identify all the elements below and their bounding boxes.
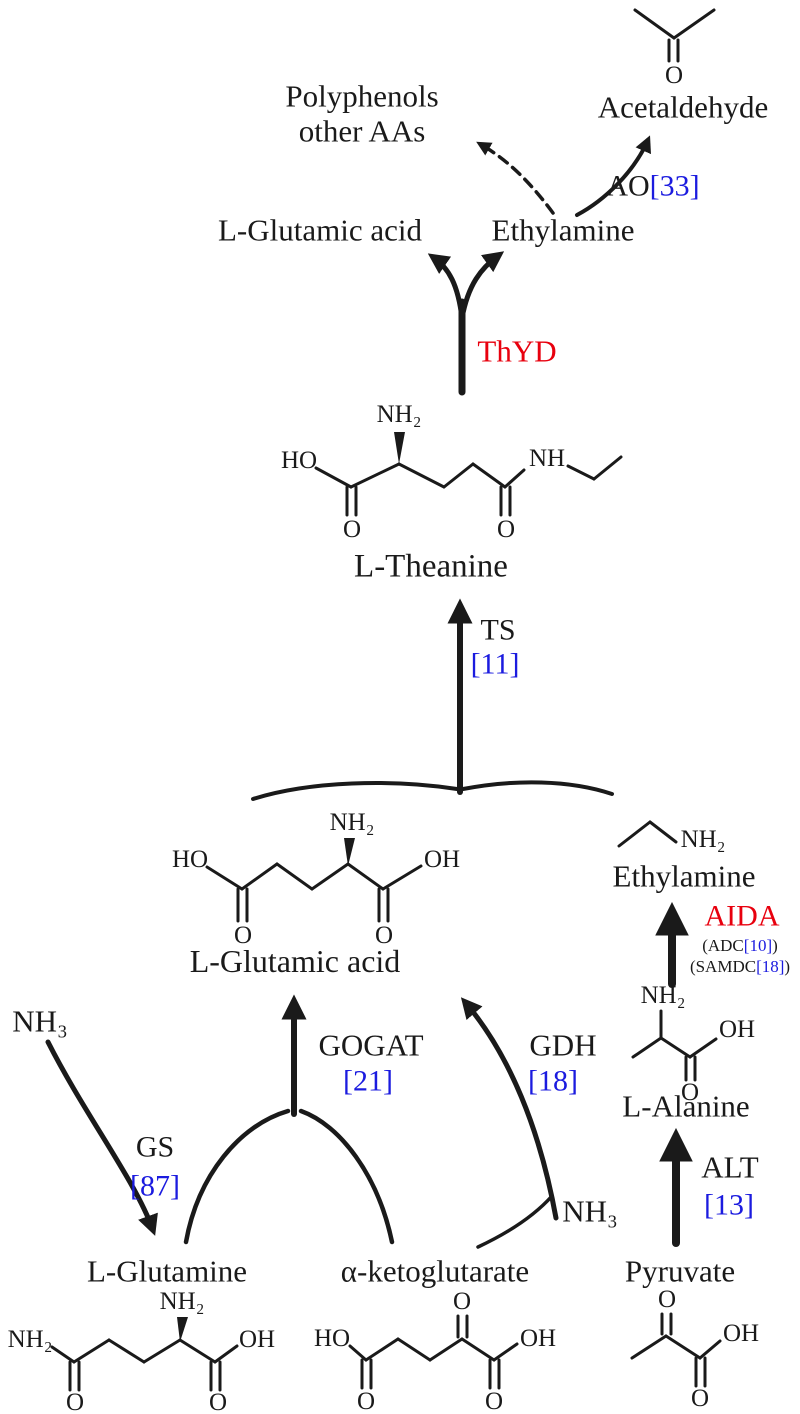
enzyme-gs-ref: [87] [130, 1169, 180, 1203]
enzyme-thyd-label: ThYD [477, 333, 557, 369]
akg-o-top-label: O [452, 1287, 472, 1315]
ethylamine-structure [617, 820, 678, 848]
enzyme-alt-ref: [13] [704, 1188, 754, 1222]
glutamine-oh-label: OH [238, 1325, 276, 1353]
glutamine-o-right-label: O [208, 1388, 228, 1414]
enzyme-gogat-ref: [21] [343, 1064, 393, 1098]
alanine-nh2-label: NH₂ [640, 981, 686, 1009]
enzyme-ao-name: AO [606, 169, 650, 203]
enzyme-gdh-name: GDH [529, 1027, 597, 1063]
enzyme-gogat-name: GOGAT [318, 1027, 424, 1063]
glutamine-nh2-left-label: NH₂ [7, 1325, 53, 1353]
enzyme-gs-name: GS [135, 1130, 175, 1164]
label-l-alanine: L-Alanine [622, 1088, 750, 1124]
pyruvate-structure [630, 1312, 722, 1388]
theanine-o-left-label: O [342, 515, 362, 543]
glutamic-o-left-label: O [233, 921, 253, 949]
enzyme-aida-name: AIDA [704, 899, 780, 933]
pyruvate-o-top-label: O [657, 1285, 677, 1313]
thyd-reaction-arrow [427, 251, 505, 396]
ao-reaction-arrow [575, 135, 651, 217]
glutamic-o-right-label: O [374, 921, 394, 949]
enzyme-gdh-ref: [18] [528, 1064, 578, 1098]
aida-adc-prefix: (ADC [702, 936, 744, 956]
l-theanine-structure [314, 432, 623, 517]
theanine-ho-label: HO [280, 446, 318, 474]
label-nh3-right: NH₃ [562, 1193, 618, 1229]
akg-oh-label: OH [519, 1324, 557, 1352]
label-pyruvate: Pyruvate [624, 1253, 736, 1289]
l-alanine-structure [631, 1009, 718, 1082]
acetaldehyde-structure [633, 8, 716, 63]
l-glutamic-acid-structure [205, 838, 423, 923]
akg-o-left-label: O [356, 1387, 376, 1414]
enzyme-alt-name: ALT [701, 1149, 759, 1185]
label-ethylamine-mid: Ethylamine [612, 858, 756, 894]
enzyme-aida-note-samdc: (SAMDC[18]) [690, 958, 790, 976]
akg-ho-label: HO [313, 1324, 351, 1352]
glutamine-nh2-top-label: NH₂ [159, 1287, 205, 1315]
acetaldehyde-o-label: O [664, 61, 684, 89]
label-acetaldehyde: Acetaldehyde [597, 89, 769, 125]
ethylamine-nh2-label: NH₂ [680, 825, 726, 853]
aida-adc-ref: [10] [743, 936, 773, 956]
glutamine-o-left-label: O [65, 1388, 85, 1414]
label-l-theanine: L-Theanine [354, 548, 508, 585]
aida-samdc-ref: [18] [756, 957, 785, 977]
polyphenols-dashed-arrow [476, 141, 555, 215]
label-l-glutamine: L-Glutamine [86, 1253, 248, 1289]
gdh-reaction-arrow [460, 997, 559, 1249]
label-l-glutamic-acid-mid: L-Glutamic acid [189, 943, 401, 980]
label-nh3-left: NH₃ [12, 1003, 68, 1039]
akg-o-right-label: O [484, 1387, 504, 1414]
aida-samdc-prefix: (SAMDC [689, 957, 757, 977]
enzyme-ao-ref: [33] [649, 169, 700, 203]
enzyme-aida-note-adc: (ADC[10]) [702, 937, 778, 955]
theanine-o-right-label: O [496, 515, 516, 543]
gogat-reaction-arrow [183, 994, 395, 1245]
glutamic-ho-label: HO [171, 845, 209, 873]
ts-reaction-arrow [251, 598, 614, 801]
theanine-nh-label: NH [528, 444, 566, 472]
label-ethylamine-top: Ethylamine [491, 212, 635, 248]
aida-samdc-suffix: ) [784, 957, 791, 977]
enzyme-ts-ref: [11] [470, 647, 520, 681]
enzyme-ao-label: AO[33] [606, 170, 699, 202]
pyruvate-o-bottom-label: O [690, 1384, 710, 1412]
label-polyphenols: Polyphenols [285, 78, 439, 114]
label-l-glutamic-acid-top: L-Glutamic acid [218, 212, 422, 248]
theanine-nh2-label: NH₂ [376, 400, 422, 428]
alanine-o-label: O [680, 1078, 700, 1106]
aida-adc-suffix: ) [772, 936, 778, 956]
gs-reaction-arrow [45, 1039, 158, 1236]
enzyme-ts-name: TS [480, 613, 516, 647]
alanine-oh-label: OH [718, 1015, 756, 1043]
glutamic-nh2-label: NH₂ [329, 808, 375, 836]
l-glutamine-structure [50, 1317, 239, 1392]
label-akg: α-ketoglutarate [340, 1253, 530, 1289]
pyruvate-oh-label: OH [722, 1319, 760, 1347]
label-other-aas: other AAs [298, 113, 426, 149]
glutamic-oh-label: OH [423, 845, 461, 873]
alpha-ketoglutarate-structure [348, 1314, 519, 1390]
